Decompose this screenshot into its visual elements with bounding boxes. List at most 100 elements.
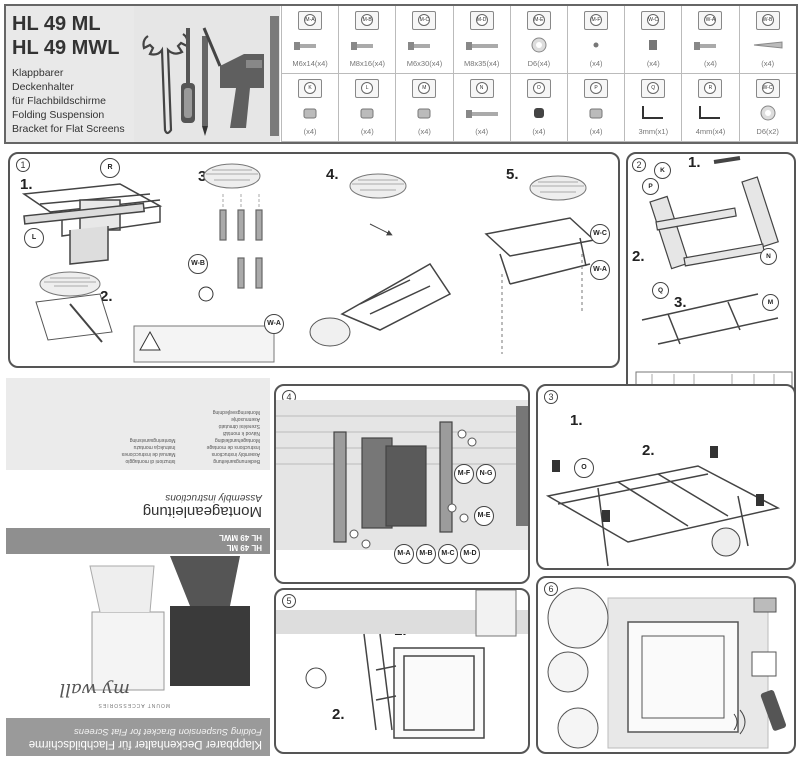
part-bag-icon: K — [298, 79, 322, 98]
part-bag-icon: P — [584, 79, 608, 98]
lang-item: Montagehandleiding — [214, 437, 260, 443]
part-bag-icon: W-B — [755, 11, 780, 30]
desc-de-2: für Flachbildschirme — [12, 95, 106, 107]
part-quantity-label: D6(x2) — [756, 127, 779, 136]
part-hardware-icon — [593, 42, 599, 48]
part-hardware-icon — [533, 108, 544, 118]
step-label: 3. — [674, 294, 687, 311]
part-quantity-label: (x4) — [532, 127, 546, 136]
part-hardware-icon — [465, 42, 498, 50]
panel-1-illustration — [21, 163, 596, 363]
part-bag-icon: W-A — [698, 11, 723, 30]
desc-en-2: Bracket for Flat Screens — [12, 123, 125, 135]
part-cell: L (x4) — [338, 74, 396, 142]
step-label: 2. — [632, 248, 645, 265]
part-bag-icon: N — [469, 79, 494, 98]
part-hardware-icon — [417, 108, 431, 119]
part-quantity-label: (x4) — [360, 127, 374, 136]
lang-item: Monteringsanvisning — [129, 437, 176, 443]
part-quantity-label: M8x35(x4) — [463, 59, 500, 68]
pencil-icon — [202, 36, 208, 136]
cover-footer-de: Klappbarer Deckenhalter für Flachbildsch… — [28, 738, 262, 750]
cover-footer-en: Folding Suspension Bracket for Flat Scre… — [74, 726, 262, 737]
step-label: 1. — [688, 154, 701, 171]
part-tag: M-D — [475, 14, 488, 26]
callout-M-F: M-F — [454, 464, 474, 484]
part-cell: W-C D6(x2) — [738, 74, 796, 142]
model-title-2: HL 49 MWL — [12, 37, 120, 59]
callout-M-E: M-E — [474, 506, 494, 526]
part-tag: M-F — [590, 14, 602, 26]
callout-N: N — [760, 248, 777, 265]
cover-model-band: HL 49 ML HL 49 MWL — [6, 528, 270, 554]
callout-N-G: N-G — [476, 464, 496, 484]
callout-M-D: M-D — [460, 544, 480, 564]
part-bag-icon: Q — [641, 79, 666, 98]
lang-item: Manual de instrucciones — [121, 451, 176, 457]
part-tag: M-A — [304, 14, 316, 26]
part-quantity-label: (x4) — [475, 127, 489, 136]
part-bag-icon: W-C — [755, 79, 780, 98]
step-label: 1. — [20, 176, 33, 193]
part-tag: M-E — [532, 14, 545, 26]
part-quantity-label: 4mm(x4) — [695, 127, 726, 136]
part-bag-icon: W-C — [641, 11, 666, 30]
part-hardware-icon — [694, 42, 717, 50]
part-cell: M(x4) — [395, 74, 453, 142]
panel-6-illustration — [547, 587, 786, 749]
part-hardware-icon — [351, 42, 374, 50]
callout-M: M — [762, 294, 779, 311]
callout-P: P — [642, 178, 659, 195]
part-tag: W-C — [761, 82, 774, 94]
lang-item: Monteringsvejledning — [212, 409, 260, 415]
desc-en-1: Folding Suspension — [12, 109, 105, 121]
part-hardware-icon — [760, 105, 776, 121]
part-hardware-icon — [649, 40, 658, 50]
step-label: 4. — [326, 166, 339, 183]
part-quantity-label: (x4) — [646, 59, 660, 68]
part-tag: N — [475, 82, 488, 94]
panel-step-1: 1 1. 2. 3. 4. 5. — [8, 152, 620, 368]
part-hardware-icon — [642, 106, 664, 119]
callout-R: R — [100, 158, 120, 178]
part-tag: M-C — [418, 14, 431, 26]
lang-item: Bedienungsanleitung — [213, 458, 260, 464]
step-label: 2. — [100, 288, 113, 305]
model-title-1: HL 49 ML — [12, 13, 101, 35]
cover-languages: Bedienungsanleitung Assembly instruction… — [6, 378, 270, 470]
part-tag: Q — [647, 82, 660, 94]
brand-logo-sub: MOUNT ACCESSORIES — [97, 702, 170, 708]
callout-L: L — [24, 228, 44, 248]
drill-icon — [202, 27, 264, 128]
lang-item: Assembly instructions — [211, 451, 260, 457]
part-hardware-icon — [303, 108, 317, 119]
part-bag-icon: M-C — [412, 11, 437, 30]
part-cell: W-B(x4) — [738, 6, 796, 74]
part-bag-icon: M-E — [526, 11, 551, 30]
panel-step-4: 4 M-F N-G M-E M-A M-B M-C M-D — [274, 384, 530, 584]
part-hardware-icon — [589, 108, 603, 119]
cover-subtitle: Assembly instructions — [165, 492, 262, 503]
cover-title-block: Montageanleitung Assembly instructions — [6, 472, 270, 526]
part-quantity-label: (x4) — [589, 59, 603, 68]
panel-3-illustration — [545, 446, 781, 567]
step-label: 1. — [570, 412, 583, 429]
part-bag-icon: O — [526, 79, 551, 98]
part-bag-icon: L — [355, 79, 380, 98]
brand-logo: my wall — [59, 679, 130, 700]
panel-index: 6 — [544, 582, 558, 596]
wrench-icon — [142, 33, 189, 135]
lang-item: Asennusohje — [231, 416, 260, 422]
panel-step-5: 5 1. 2. — [274, 588, 530, 754]
part-tag: P — [590, 82, 602, 94]
part-bag-icon: M-B — [355, 11, 380, 30]
panel-index: 1 — [16, 158, 30, 172]
desc-de-1: Klappbarer Deckenhalter — [12, 67, 74, 93]
part-quantity-label: (x4) — [704, 59, 717, 68]
part-bag-icon: M — [412, 79, 437, 98]
part-hardware-icon — [699, 106, 721, 119]
lang-item: Návod k montáži — [222, 430, 260, 436]
panel-step-6: 6 — [536, 576, 796, 754]
